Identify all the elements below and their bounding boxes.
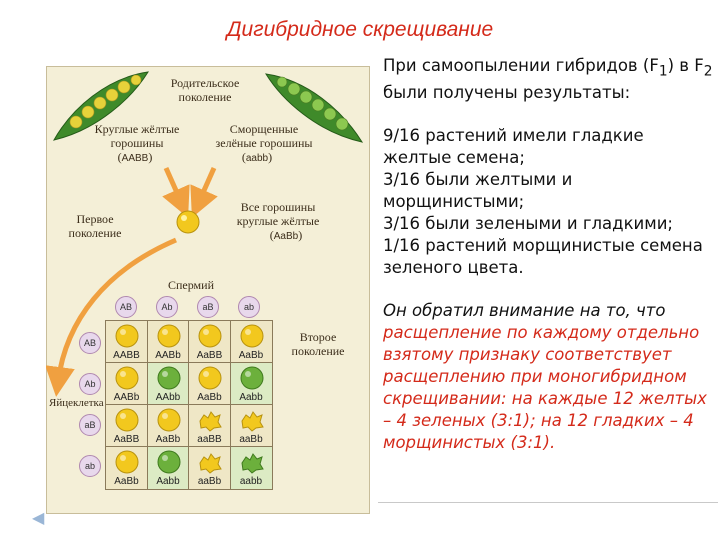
yellow-round-pea-icon (157, 408, 180, 432)
cell-genotype: Aabb (239, 392, 263, 403)
nav-arrow-icon[interactable]: ◀ (32, 510, 45, 527)
cell-genotype: aabb (239, 476, 263, 487)
yellow-wrinkled-pea-icon (240, 411, 264, 432)
parents-label: Родительское поколение (170, 76, 240, 104)
egg-gamete: ab (79, 455, 101, 477)
yellow-round-pea-icon (157, 324, 180, 348)
parent1-genotype: (AABB) (117, 150, 153, 164)
parent1-label: Круглые жёлтые горошины (94, 122, 180, 150)
cell-genotype: aaBb (197, 476, 222, 487)
sperm-gamete: aB (197, 296, 219, 318)
egg-gamete: Ab (79, 373, 101, 395)
cell-genotype: AaBb (197, 392, 222, 403)
green-round-pea-icon (157, 450, 180, 474)
cell-genotype: AaBB (196, 350, 223, 361)
punnett-cell: AaBb (147, 405, 189, 447)
pea-pod-yellow-icon (53, 71, 149, 141)
punnett-cell: AaBb (189, 363, 231, 405)
result-line: 9/16 растений имели гладкие желтые семен… (383, 126, 644, 168)
yellow-round-pea-icon (115, 450, 139, 474)
cell-genotype: Aabb (156, 476, 180, 487)
punnett-cell: AaBB (106, 405, 148, 447)
conclusion-text: Он обратил внимание на то, что расщеплен… (383, 301, 707, 453)
cross-arrows (46, 166, 218, 397)
yellow-round-pea-icon (240, 324, 263, 348)
egg-gamete: AB (79, 332, 101, 354)
cell-genotype: AaBB (113, 434, 140, 445)
cell-genotype: AABb (113, 392, 140, 403)
page-title: Дигибридное скрещивание (226, 18, 494, 41)
egg-gamete: aB (79, 414, 101, 436)
sperm-gamete: ab (238, 296, 260, 318)
results-text: При самоопылении гибридов (F1) в F2 были… (383, 55, 713, 454)
cell-genotype: AaBb (114, 476, 139, 487)
f1-genotype: (AaBb) (269, 228, 303, 242)
cell-genotype: AABB (113, 350, 140, 361)
sperm-gamete: AB (115, 296, 137, 318)
result-line: 1/16 растений морщинистые семена зеленог… (383, 236, 703, 278)
cell-genotype: AaBb (155, 434, 181, 445)
f1-pea-icon (176, 210, 200, 234)
yellow-round-pea-icon (115, 324, 139, 348)
cell-genotype: AABb (155, 350, 181, 361)
parent2-genotype: (aabb) (241, 150, 273, 164)
egg-label: Яйцеклетка (49, 397, 104, 409)
yellow-round-pea-icon (198, 324, 222, 348)
punnett-cell: aabb (230, 447, 272, 489)
sperm-label: Спермий (167, 278, 214, 292)
punnett-cell: Aabb (230, 363, 272, 405)
cell-genotype: AAbb (155, 392, 181, 403)
punnett-cell: AaBb (230, 321, 272, 363)
punnett-cell: AaBB (189, 321, 231, 363)
punnett-cell: aaBb (230, 405, 272, 447)
yellow-wrinkled-pea-icon (199, 453, 222, 474)
green-round-pea-icon (240, 366, 263, 390)
green-wrinkled-pea-icon (240, 453, 264, 474)
cell-genotype: aaBB (197, 434, 222, 445)
cell-genotype: aaBb (239, 434, 263, 445)
cell-genotype: AaBb (238, 350, 264, 361)
sperm-gamete: Ab (156, 296, 178, 318)
green-round-pea-icon (157, 366, 180, 390)
yellow-wrinkled-pea-icon (199, 411, 222, 432)
yellow-round-pea-icon (198, 366, 222, 390)
punnett-cell: AABB (106, 321, 148, 363)
pea-pod-green-icon (265, 73, 364, 143)
divider (378, 502, 718, 503)
yellow-round-pea-icon (115, 408, 139, 432)
punnett-cell: AaBb (106, 447, 148, 489)
punnett-cell: AABb (147, 321, 189, 363)
punnett-cell: aaBB (189, 405, 231, 447)
intro-text: При самоопылении гибридов (F1) в F2 были… (383, 56, 713, 103)
f2-label: Второе поколение (291, 330, 345, 358)
yellow-round-pea-icon (115, 366, 139, 390)
punnett-cell: Aabb (147, 447, 189, 489)
f1-label: Первое поколение (68, 212, 122, 240)
punnett-cell: AABb (106, 363, 148, 405)
parent2-label: Сморщенные зелёные горошины (215, 122, 313, 150)
punnett-cell: aaBb (189, 447, 231, 489)
punnett-cell: AAbb (147, 363, 189, 405)
result-line: 3/16 были зелеными и гладкими; (383, 214, 673, 234)
f1-description: Все горошины круглые жёлтые (236, 200, 320, 228)
result-line: 3/16 были желтыми и морщинистыми; (383, 170, 573, 212)
